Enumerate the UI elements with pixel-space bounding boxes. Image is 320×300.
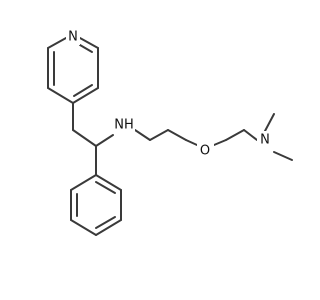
bond [79,44,93,53]
bond [70,174,97,191]
bond [225,129,245,141]
atom-labels: N NH O N [66,29,274,159]
bond [134,129,151,141]
bond [95,216,116,229]
label-background [113,115,135,133]
bond [95,219,122,236]
phenyl-ring [70,174,122,236]
pyridine-nitrogen-label: N [68,30,78,45]
structure-canvas: N NH O N [47,29,293,236]
backbone-chain [72,102,293,176]
bond [47,37,67,49]
amine-nitrogen-label: NH [114,118,134,133]
bond [47,87,74,104]
bond [72,87,99,104]
bond [273,151,293,161]
bond [243,129,258,141]
pyridine-ring [47,37,99,104]
bond [79,37,99,49]
bond [95,134,114,147]
bond [95,181,116,194]
bond [73,84,93,97]
bond [213,139,227,146]
label-background [197,141,214,159]
molecule-diagram: N NH O N [47,29,293,236]
label-background [66,29,80,45]
dimethyl-nitrogen-label: N [260,133,270,148]
bond [70,219,97,236]
bond [167,129,187,141]
bond [264,113,275,132]
label-background [257,131,274,149]
bond [149,129,169,141]
bond [95,174,122,191]
bond [72,129,97,147]
ether-oxygen-label: O [200,144,210,159]
bond [185,139,198,146]
